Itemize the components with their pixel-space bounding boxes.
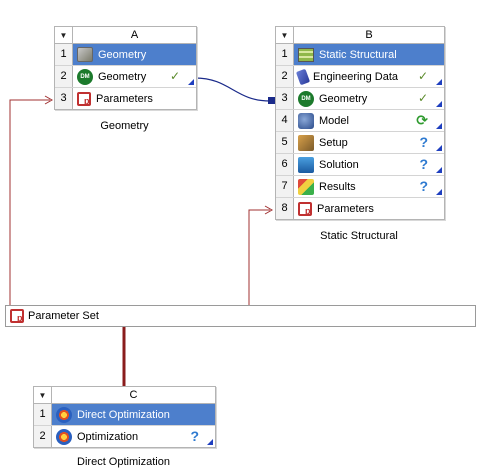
system-c-caption: Direct Optimization bbox=[77, 456, 170, 468]
system-menu-icon[interactable]: ▼ bbox=[34, 387, 52, 403]
cell-b3-geometry[interactable]: 3 DM Geometry ✓ bbox=[276, 88, 444, 110]
system-c-direct-optimization[interactable]: ▼ C 1 Direct Optimization 2 Optimization… bbox=[33, 386, 216, 448]
check-icon: ✓ bbox=[417, 69, 428, 83]
corner-indicator-icon bbox=[436, 79, 442, 85]
cell-b1-static-structural[interactable]: 1 Static Structural bbox=[276, 44, 444, 66]
refresh-icon: ⟳ bbox=[416, 112, 428, 128]
geometry-link-endpoint bbox=[268, 97, 275, 104]
system-c-header: ▼ C bbox=[34, 387, 215, 404]
row-number: 8 bbox=[276, 198, 294, 219]
solution-icon bbox=[298, 156, 314, 173]
question-icon: ? bbox=[419, 178, 428, 194]
corner-indicator-icon bbox=[188, 79, 194, 85]
cell-label: Static Structural bbox=[319, 48, 397, 61]
cell-label: Engineering Data bbox=[313, 70, 399, 83]
param-link-b-arrow bbox=[264, 205, 274, 215]
cell-label: Geometry bbox=[319, 92, 368, 105]
cell-label: Results bbox=[319, 180, 356, 193]
cell-label: Parameters bbox=[317, 202, 374, 215]
row-number: 1 bbox=[34, 404, 52, 425]
system-a-caption: Geometry bbox=[100, 120, 149, 132]
row-number: 3 bbox=[276, 88, 294, 109]
question-icon: ? bbox=[419, 156, 428, 172]
row-number: 1 bbox=[55, 44, 73, 65]
corner-indicator-icon bbox=[436, 145, 442, 151]
cell-b8-parameters[interactable]: 8 Parameters bbox=[276, 198, 444, 219]
cell-a1-geometry[interactable]: 1 Geometry bbox=[55, 44, 196, 66]
system-menu-icon[interactable]: ▼ bbox=[276, 27, 294, 43]
row-number: 2 bbox=[55, 66, 73, 87]
system-menu-icon[interactable]: ▼ bbox=[55, 27, 73, 43]
cell-a2-geometry[interactable]: 2 DM Geometry ✓ bbox=[55, 66, 196, 88]
cell-label: Geometry bbox=[98, 70, 147, 83]
corner-indicator-icon bbox=[436, 101, 442, 107]
cell-label: Setup bbox=[319, 136, 348, 149]
cell-b7-results[interactable]: 7 Results? bbox=[276, 176, 444, 198]
row-number: 4 bbox=[276, 110, 294, 131]
system-letter: B bbox=[365, 29, 373, 41]
cell-c1-direct-optimization[interactable]: 1 Direct Optimization bbox=[34, 404, 215, 426]
parameters-icon bbox=[298, 201, 312, 216]
corner-indicator-icon bbox=[436, 123, 442, 129]
row-number: 2 bbox=[276, 66, 294, 87]
param-link-a-wire[interactable] bbox=[9, 99, 50, 306]
designmodeler-icon: DM bbox=[77, 68, 93, 85]
cell-label: Geometry bbox=[98, 48, 147, 61]
row-number: 5 bbox=[276, 132, 294, 153]
row-number: 3 bbox=[55, 88, 73, 109]
system-a-geometry[interactable]: ▼ A 1 Geometry 2 DM Geometry ✓ 3 Parameter… bbox=[54, 26, 197, 110]
cell-b5-setup[interactable]: 5 Setup? bbox=[276, 132, 444, 154]
optimization-icon bbox=[56, 428, 72, 445]
parameters-icon bbox=[10, 309, 24, 323]
results-icon bbox=[298, 178, 314, 195]
parameter-set-label: Parameter Set bbox=[28, 310, 99, 322]
cell-label: Solution bbox=[319, 158, 359, 171]
corner-indicator-icon bbox=[436, 189, 442, 195]
cell-label: Optimization bbox=[77, 430, 139, 443]
row-number: 1 bbox=[276, 44, 294, 65]
model-icon bbox=[298, 112, 314, 129]
question-icon: ? bbox=[419, 134, 428, 150]
cell-c2-optimization[interactable]: 2 Optimization? bbox=[34, 426, 215, 447]
cell-b4-model[interactable]: 4 Model ⟳ bbox=[276, 110, 444, 132]
cell-a3-parameters[interactable]: 3 Parameters bbox=[55, 88, 196, 109]
direct-optimization-icon bbox=[56, 406, 72, 423]
geometry-system-icon bbox=[77, 47, 93, 62]
geometry-link-wire[interactable] bbox=[194, 77, 271, 102]
system-letter: A bbox=[130, 29, 139, 41]
cell-b6-solution[interactable]: 6 Solution? bbox=[276, 154, 444, 176]
row-number: 2 bbox=[34, 426, 52, 447]
system-letter: C bbox=[129, 389, 138, 401]
param-link-b-wire[interactable] bbox=[248, 209, 270, 306]
cell-label: Direct Optimization bbox=[77, 408, 170, 421]
check-icon: ✓ bbox=[169, 69, 180, 83]
system-b-static-structural[interactable]: ▼ B 1 Static Structural 2 Engineering Da… bbox=[275, 26, 445, 220]
system-b-caption: Static Structural bbox=[320, 230, 398, 242]
corner-indicator-icon bbox=[207, 439, 213, 445]
static-structural-icon bbox=[298, 47, 314, 62]
param-link-a-arrow bbox=[44, 95, 54, 105]
row-number: 7 bbox=[276, 176, 294, 197]
setup-icon bbox=[298, 134, 314, 151]
question-icon: ? bbox=[190, 428, 199, 444]
parameters-icon bbox=[77, 91, 91, 106]
engineering-data-icon bbox=[295, 68, 311, 85]
system-b-header: ▼ B bbox=[276, 27, 444, 44]
check-icon: ✓ bbox=[417, 91, 428, 105]
cell-label: Parameters bbox=[96, 92, 153, 105]
parameter-set-bar[interactable]: Parameter Set bbox=[5, 305, 476, 327]
system-a-header: ▼ A bbox=[55, 27, 196, 44]
designmodeler-icon: DM bbox=[298, 90, 314, 107]
corner-indicator-icon bbox=[436, 167, 442, 173]
cell-b2-engineering-data[interactable]: 2 Engineering Data ✓ bbox=[276, 66, 444, 88]
cell-label: Model bbox=[319, 114, 349, 127]
row-number: 6 bbox=[276, 154, 294, 175]
